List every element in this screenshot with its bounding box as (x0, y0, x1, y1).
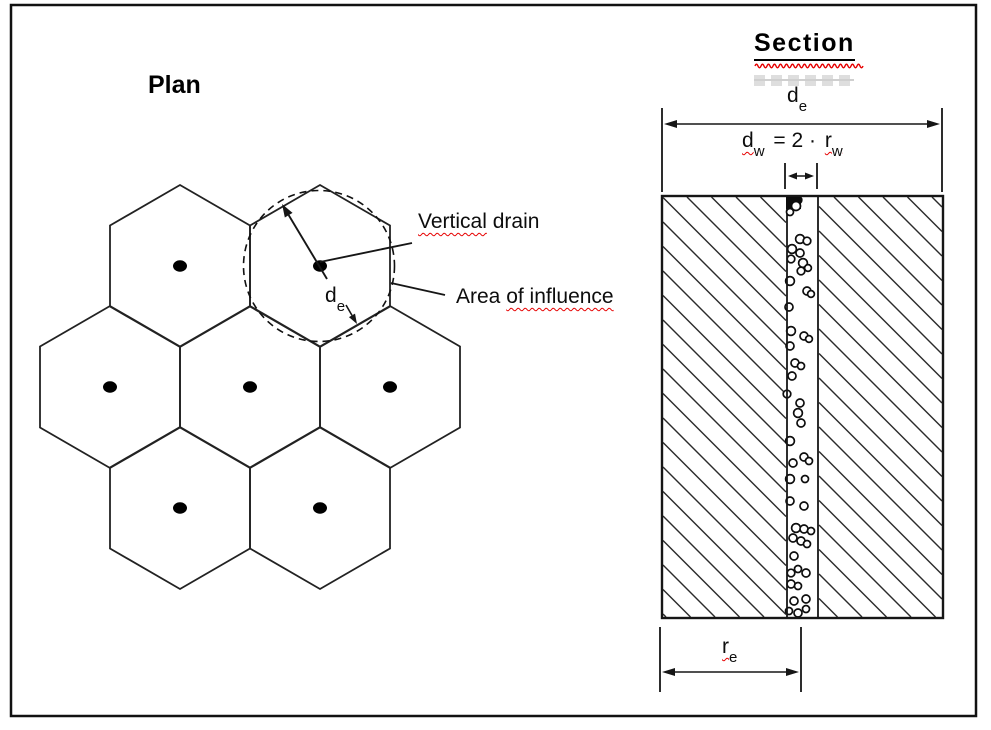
obscured-text-remnant (754, 75, 854, 86)
vertical-drain-word2: drain (492, 210, 540, 233)
soil-hatch-left (662, 196, 787, 618)
of-influence-words: of influence (506, 285, 614, 308)
soil-hatch-right (818, 196, 943, 618)
equation-operator: = 2 · (773, 129, 816, 152)
plan-de-label: de (325, 284, 345, 314)
plan-title: Plan (148, 71, 201, 99)
gravel-circle (790, 200, 802, 212)
outer-frame (9, 3, 978, 718)
dimension-extension-lines (659, 108, 943, 692)
area-of-influence-label: Area of influence (456, 285, 614, 309)
vertical-drain-word1: Vertical (418, 210, 487, 233)
de-sub: e (798, 98, 808, 116)
dw-sub: w (753, 143, 765, 161)
dw-term: dw (742, 129, 765, 159)
rw-term: rw (824, 129, 843, 159)
vertical-drain-leader-line (319, 242, 413, 263)
re-term: re (722, 635, 737, 665)
gravel-circle (785, 207, 795, 217)
rw-base: r (824, 129, 832, 152)
re-label: re (722, 635, 737, 665)
area-influence-leader-line (390, 282, 446, 296)
de-sub: e (336, 298, 346, 316)
section-de-label: de (787, 84, 807, 114)
spellcheck-squiggle-icon (754, 63, 864, 69)
dw-equation-label: dw = 2 · rw (742, 129, 843, 159)
de-base: d (787, 84, 799, 107)
dw-base: d (742, 129, 754, 152)
de-base: d (325, 284, 337, 307)
rw-sub: w (831, 143, 843, 161)
re-base: r (722, 635, 729, 658)
section-title: Section (754, 29, 855, 61)
vertical-drain-label: Vertical drain (418, 210, 539, 234)
area-word: Area (456, 285, 501, 308)
re-sub: e (729, 649, 738, 667)
hexagon-grid (39, 183, 461, 591)
section-block-outline (660, 194, 945, 620)
influence-circle (242, 189, 396, 343)
section-header: Section (754, 29, 870, 86)
dimension-arrows (282, 120, 940, 676)
drain-dots (103, 260, 397, 514)
drain-gravel-circles (782, 195, 816, 618)
